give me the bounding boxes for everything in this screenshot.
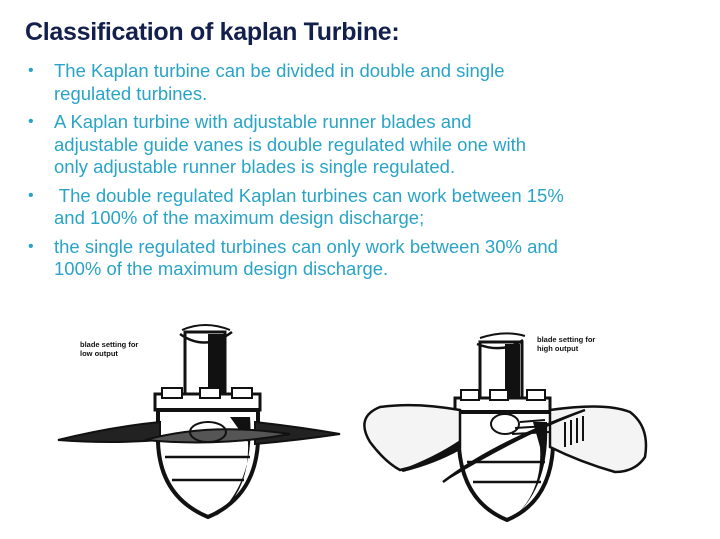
bullet-list: • The Kaplan turbine can be divided in d… [28,60,708,287]
figure-high-output: blade setting for high output [355,322,685,532]
bullet-item: • The double regulated Kaplan turbines c… [28,185,708,230]
bullet-line: The double regulated Kaplan turbines can… [54,184,564,206]
bullet-item: • The Kaplan turbine can be divided in d… [28,60,708,105]
bullet-item: • the single regulated turbines can only… [28,236,708,281]
bullet-dot-icon: • [28,62,34,79]
bullet-dot-icon: • [28,113,34,130]
bullet-item: • A Kaplan turbine with adjustable runne… [28,111,708,179]
bullet-line: A Kaplan turbine with adjustable runner … [54,111,472,132]
kaplan-runner-low-output-icon [57,324,341,520]
figure-label: blade setting for high output [537,335,596,353]
bullet-line: regulated turbines. [54,82,208,104]
bullet-line: 100% of the maximum design discharge. [54,258,389,279]
kaplan-runner-high-output-icon [363,332,648,523]
figure-label: blade setting for low output [80,340,139,358]
bullet-line: The Kaplan turbine can be divided in dou… [54,60,505,81]
bullet-line: adjustable guide vanes is double regulat… [54,133,527,155]
bullet-line: the single regulated turbines can only w… [54,235,558,257]
bullet-dot-icon: • [28,237,34,255]
slide-title: Classification of kaplan Turbine: [25,18,400,46]
bullet-line: only adjustable runner blades is single … [54,156,456,177]
bullet-dot-icon: • [28,186,34,204]
bullet-line: and 100% of the maximum design discharge… [54,207,425,228]
figure-low-output: blade setting for low output [50,322,350,532]
